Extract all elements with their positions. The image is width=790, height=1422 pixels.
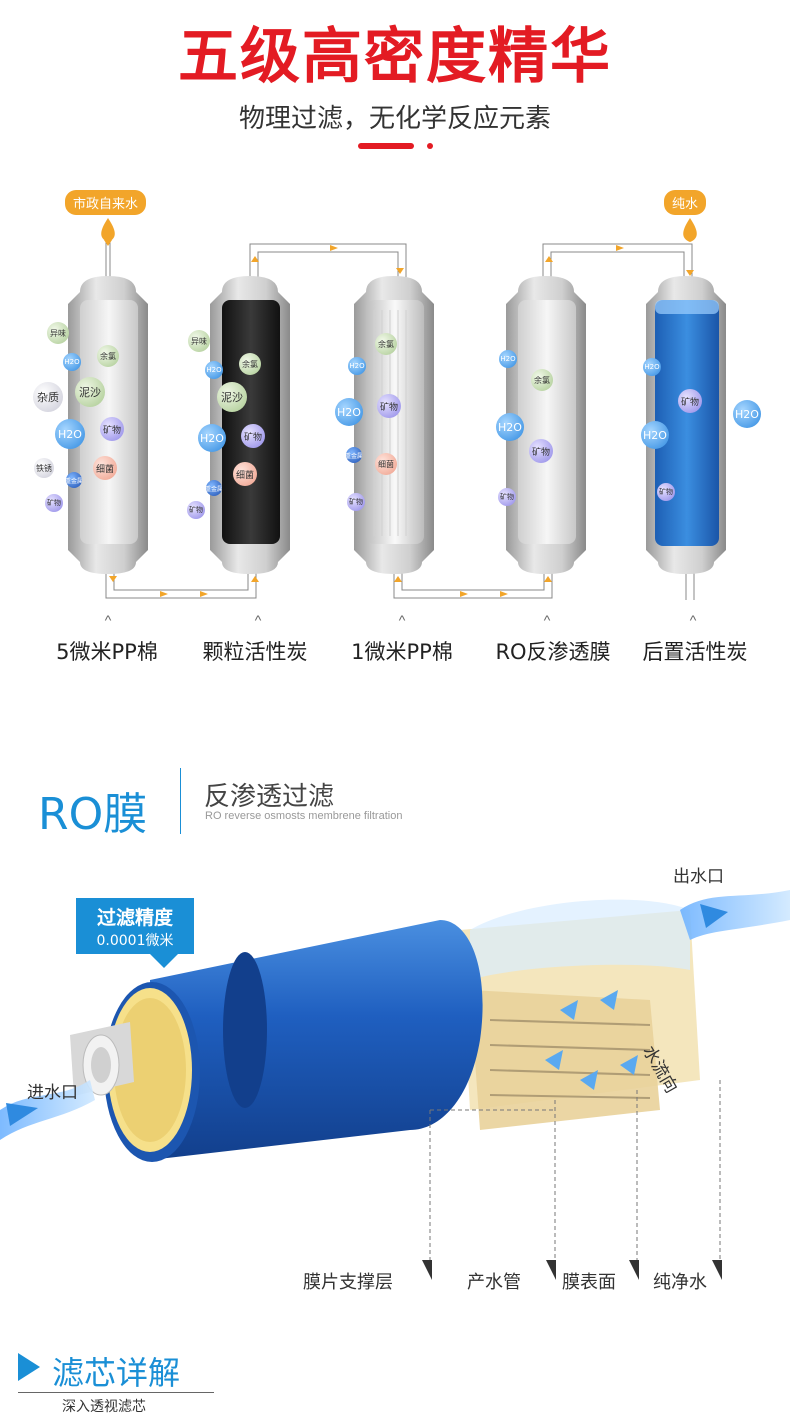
title-underline <box>358 143 414 149</box>
particle-rust: 铁锈 <box>34 458 54 478</box>
particle-chlorine: 余氯 <box>531 369 553 391</box>
part-label-support: 膜片支撑层 <box>303 1272 393 1293</box>
part-label-product-tube: 产水管 <box>467 1272 521 1293</box>
particle-h2o: H2O <box>496 413 524 441</box>
stage-caret-2: ^ <box>254 612 262 628</box>
precision-label: 过滤精度 <box>96 907 173 929</box>
page-subtitle: 物理过滤，无化学反应元素 <box>238 104 551 134</box>
particle-mineral: 矿物 <box>377 394 401 418</box>
particle-h2o: H2O <box>643 358 661 376</box>
ro-subtitle: 反渗透过滤 <box>204 782 335 812</box>
inlet-label: 进水口 <box>27 1083 78 1103</box>
particle-odor: 异味 <box>188 330 210 352</box>
particle-sand: 泥沙 <box>217 382 247 412</box>
inlet-pill: 市政自来水 <box>65 190 147 215</box>
precision-callout: 过滤精度 0.0001微米 <box>76 898 194 954</box>
title-underline-dot <box>427 143 433 149</box>
particle-chlorine: 余氯 <box>97 345 119 367</box>
particle-h2o: H2O <box>348 357 366 375</box>
stage-caret-5: ^ <box>689 612 697 628</box>
ro-title: RO膜 <box>38 789 148 840</box>
stage-caret-1: ^ <box>104 612 112 628</box>
particle-odor: 异味 <box>47 322 69 344</box>
particle-h2o: H2O <box>55 419 85 449</box>
particle-heavy-metal: 重金属 <box>66 472 82 488</box>
particle-impurity: 杂质 <box>33 382 63 412</box>
precision-callout-tail <box>150 954 178 968</box>
particle-h2o: H2O <box>641 421 669 449</box>
particle-h2o: H2O <box>63 353 81 371</box>
particle-mineral: 矿物 <box>678 389 702 413</box>
stage-label-5: 后置活性炭 <box>642 640 748 664</box>
particle-heavy-metal: 重金属 <box>206 480 222 496</box>
stage-label-1: 5微米PP棉 <box>56 640 158 664</box>
particle-mineral: 矿物 <box>241 424 265 448</box>
outlet-label: 出水口 <box>673 867 724 887</box>
particle-mineral: 矿物 <box>498 488 516 506</box>
particle-sand: 泥沙 <box>75 377 105 407</box>
part-label-membrane-surface: 膜表面 <box>562 1272 616 1293</box>
footer-divider <box>18 1392 214 1393</box>
footer-title: 滤芯详解 <box>52 1354 181 1392</box>
particle-mineral: 矿物 <box>100 417 124 441</box>
particle-chlorine: 余氯 <box>239 353 261 375</box>
ro-membrane-illustration <box>0 890 790 1280</box>
particle-bacteria: 细菌 <box>93 456 117 480</box>
play-triangle-icon <box>18 1353 40 1381</box>
footer-subtitle: 深入透视滤芯 <box>62 1399 146 1415</box>
particle-bacteria: 细菌 <box>375 453 397 475</box>
particle-mineral: 矿物 <box>347 493 365 511</box>
ro-divider <box>180 768 181 834</box>
precision-value: 0.0001微米 <box>96 933 174 949</box>
stage-label-2: 颗粒活性炭 <box>202 640 308 664</box>
stage-caret-4: ^ <box>543 612 551 628</box>
particle-chlorine: 余氯 <box>375 333 397 355</box>
particle-bacteria: 细菌 <box>233 462 257 486</box>
page-title: 五级高密度精华 <box>178 22 612 92</box>
ro-subtitle-en: RO reverse osmosts membrene filtration <box>205 810 403 822</box>
particle-h2o: H2O <box>733 400 761 428</box>
particle-mineral: 矿物 <box>657 483 675 501</box>
particle-mineral: 矿物 <box>45 494 63 512</box>
particle-mineral: 矿物 <box>187 501 205 519</box>
particle-h2o: H2O <box>205 361 223 379</box>
part-label-pure-water: 纯净水 <box>653 1272 707 1293</box>
stage-caret-3: ^ <box>398 612 406 628</box>
particle-h2o: H2O <box>335 398 363 426</box>
stage-label-3: 1微米PP棉 <box>351 640 453 664</box>
stage-label-4: RO反渗透膜 <box>495 640 611 664</box>
particle-mineral: 矿物 <box>529 439 553 463</box>
particle-h2o: H2O <box>499 350 517 368</box>
particle-heavy-metal: 重金属 <box>346 447 362 463</box>
outlet-pill: 纯水 <box>664 190 707 215</box>
particle-h2o: H2O <box>198 424 226 452</box>
